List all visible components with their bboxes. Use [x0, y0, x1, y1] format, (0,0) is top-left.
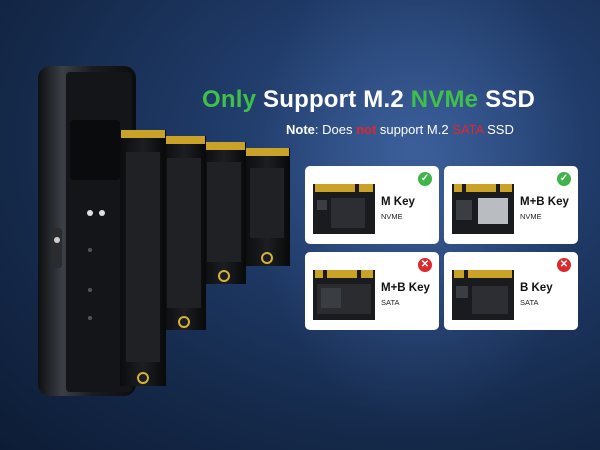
ssd-stick-2	[162, 136, 206, 330]
enclosure-illustration	[38, 66, 290, 396]
cross-icon: ✕	[557, 258, 571, 272]
card-key-label: M+B Key	[520, 196, 569, 208]
card-type-label: SATA	[520, 298, 539, 307]
card-type-label: NVME	[520, 212, 542, 221]
enclosure-case	[38, 66, 136, 396]
check-icon: ✓	[418, 172, 432, 186]
check-icon: ✓	[557, 172, 571, 186]
mb-key-sata-ssd-image	[313, 270, 375, 320]
headline-only: Only	[202, 86, 257, 113]
card-type-label: SATA	[381, 298, 400, 307]
card-type-label: NVME	[381, 212, 403, 221]
b-key-ssd-image	[452, 270, 514, 320]
ssd-stick-4	[244, 148, 290, 266]
key-card-b-sata: B Key SATA ✕	[444, 252, 578, 330]
mb-key-nvme-ssd-image	[452, 184, 514, 234]
note-not: not	[356, 122, 377, 137]
card-key-label: B Key	[520, 282, 553, 294]
key-card-mb-nvme: M+B Key NVME ✓	[444, 166, 578, 244]
card-key-label: M Key	[381, 196, 415, 208]
headline-nvme: NVMe	[410, 86, 479, 113]
headline: Only Support M.2 NVMe SSD	[202, 86, 592, 114]
card-key-label: M+B Key	[381, 282, 430, 294]
key-card-mb-sata: M+B Key SATA ✕	[305, 252, 439, 330]
note-label: Note	[286, 122, 315, 137]
m-key-ssd-image	[313, 184, 375, 234]
headline-ssd: SSD	[478, 86, 536, 113]
note-line: Note: Does not support M.2 SATA SSD	[286, 122, 586, 137]
cross-icon: ✕	[418, 258, 432, 272]
note-text-2: support M.2	[376, 122, 453, 137]
note-sata: SATA	[452, 122, 484, 137]
ssd-stick-1	[120, 130, 166, 386]
key-card-m-nvme: M Key NVME ✓	[305, 166, 439, 244]
note-text-3: SSD	[483, 122, 514, 137]
note-text-1: : Does	[314, 122, 357, 137]
ssd-stick-3	[202, 142, 246, 284]
headline-support: Support M.2	[256, 86, 411, 113]
